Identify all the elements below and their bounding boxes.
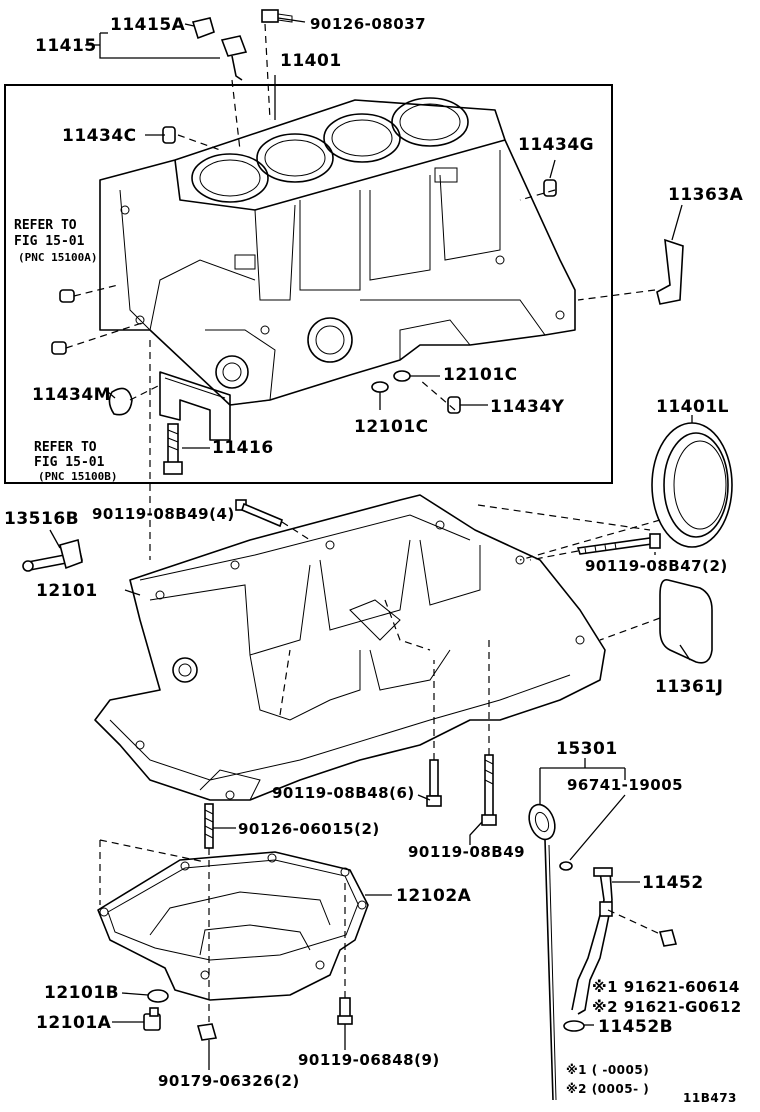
plug-12101A-drawing bbox=[143, 1007, 161, 1031]
refer-to-2-line2: FIG 15-01 bbox=[34, 455, 105, 470]
footnote-2: ※2 (0005- ) bbox=[566, 1082, 649, 1096]
label-12101C-b: 12101C bbox=[354, 417, 429, 437]
label-96741-19005: 96741-19005 bbox=[567, 776, 683, 794]
label-13516B: 13516B bbox=[4, 509, 79, 529]
cylinder-block-frame bbox=[4, 84, 613, 484]
label-11434Y: 11434Y bbox=[490, 397, 565, 417]
label-11415: 11415 bbox=[35, 36, 97, 56]
bolt-90119-08B49-4-drawing bbox=[235, 499, 283, 528]
label-11415A: 11415A bbox=[110, 15, 186, 35]
o-ring-12101C-a bbox=[393, 370, 411, 382]
dipstick-drawing bbox=[528, 803, 573, 1101]
label-12101B: 12101B bbox=[44, 983, 119, 1003]
label-11434C: 11434C bbox=[62, 126, 137, 146]
plug-11434-left-b bbox=[51, 341, 67, 355]
label-15301: 15301 bbox=[556, 739, 618, 759]
label-12101C-a: 12101C bbox=[443, 365, 518, 385]
oil-pan-drawing bbox=[97, 851, 369, 1001]
footnote-1: ※1 ( -0005) bbox=[566, 1063, 649, 1077]
label-11401L: 11401L bbox=[656, 397, 729, 417]
bolt-90119-08B47-drawing bbox=[576, 533, 661, 555]
dowel-13516B-drawing bbox=[22, 538, 83, 572]
label-90119-08B49: 90119-08B49 bbox=[408, 843, 525, 861]
rear-oil-seal-drawing bbox=[651, 422, 733, 548]
fitting-11415-drawing bbox=[191, 9, 293, 81]
bolt-90119-06848-drawing bbox=[337, 997, 353, 1025]
label-11401: 11401 bbox=[280, 51, 342, 71]
plug-11434G bbox=[543, 179, 557, 197]
label-90119-08B47-2: 90119-08B47(2) bbox=[585, 557, 728, 575]
bolt-90119-08B49-drawing bbox=[481, 754, 497, 826]
label-90119-08B48-6: 90119-08B48(6) bbox=[272, 784, 415, 802]
stud-90126-06015-drawing bbox=[204, 803, 214, 849]
plug-11434Y bbox=[447, 396, 461, 414]
label-11361J: 11361J bbox=[655, 677, 723, 697]
plug-11434-left-a bbox=[59, 289, 75, 303]
label-12101A: 12101A bbox=[36, 1013, 112, 1033]
diagram-code: 11B473 bbox=[683, 1091, 737, 1105]
refer-to-1-line1: REFER TO bbox=[14, 218, 77, 233]
bearing-cap-drawing bbox=[159, 371, 231, 441]
label-90119-06848-9: 90119-06848(9) bbox=[298, 1051, 440, 1069]
gasket-12101B-drawing bbox=[147, 989, 169, 1003]
label-90126-06015-2: 90126-06015(2) bbox=[238, 820, 380, 838]
label-91621-60614: ※1 91621-60614 bbox=[592, 978, 740, 996]
label-90126-08037: 90126-08037 bbox=[310, 15, 426, 33]
label-90179-06326-2: 90179-06326(2) bbox=[158, 1072, 300, 1090]
o-ring-12101C-b bbox=[371, 381, 389, 393]
pin-11363A bbox=[656, 238, 684, 305]
refer-to-1-line3: (PNC 15100A) bbox=[18, 251, 97, 264]
refer-to-2-line3: (PNC 15100B) bbox=[38, 470, 117, 483]
label-11434M: 11434M bbox=[32, 385, 111, 405]
crankcase-drawing bbox=[94, 494, 606, 801]
label-11452: 11452 bbox=[642, 873, 704, 893]
dipstick-guide-drawing bbox=[563, 867, 678, 1032]
label-11452B: 11452B bbox=[598, 1017, 673, 1037]
cylinder-block-drawing bbox=[99, 97, 576, 406]
label-11416: 11416 bbox=[212, 438, 274, 458]
label-91621-G0612: ※2 91621-G0612 bbox=[592, 998, 742, 1016]
label-12102A: 12102A bbox=[396, 886, 472, 906]
cover-11361J-drawing bbox=[659, 579, 713, 664]
label-90119-08B49-4: 90119-08B49(4) bbox=[92, 505, 235, 523]
seal-11434M bbox=[108, 387, 133, 416]
label-11434G: 11434G bbox=[518, 135, 594, 155]
label-12101: 12101 bbox=[36, 581, 98, 601]
nut-90179-06326-drawing bbox=[196, 1023, 218, 1041]
label-11363A: 11363A bbox=[668, 185, 744, 205]
bolt-11416-drawing bbox=[163, 423, 183, 475]
refer-to-2-line1: REFER TO bbox=[34, 440, 97, 455]
bolt-90119-08B48-drawing bbox=[426, 759, 442, 807]
refer-to-1-line2: FIG 15-01 bbox=[14, 234, 85, 249]
